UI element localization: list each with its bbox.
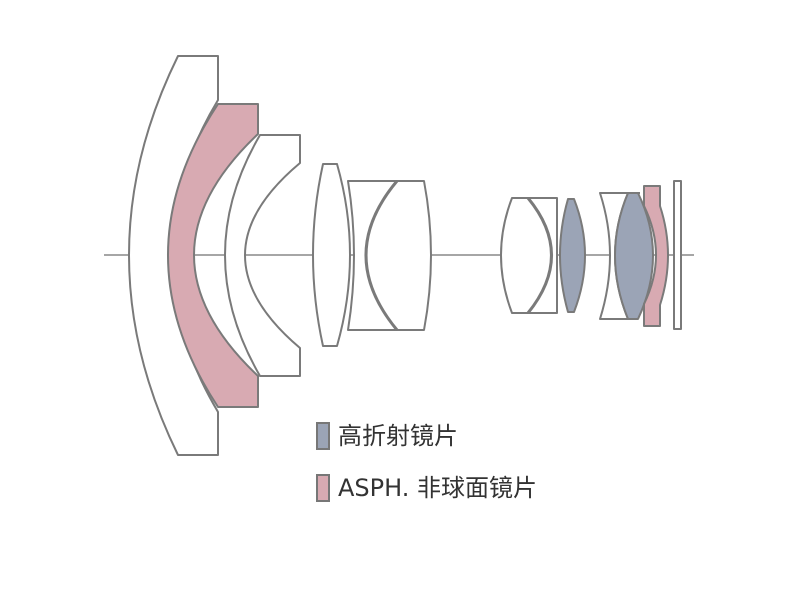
aspherical-label: ASPH. 非球面镜片 [338, 474, 538, 502]
lens-element-10 [614, 192, 654, 320]
legend: 高折射镜片 ASPH. 非球面镜片 [316, 420, 636, 524]
lens-element-4 [312, 163, 351, 347]
doublet-cement-line [364, 180, 399, 331]
lens-element-2 [167, 103, 259, 408]
doublet-cement-line-2 [526, 197, 553, 314]
legend-item-high-index: 高折射镜片 [316, 420, 636, 452]
aspherical-swatch [316, 474, 330, 502]
sensor-filter [673, 180, 682, 330]
high-index-swatch [316, 422, 330, 450]
legend-item-aspherical: ASPH. 非球面镜片 [316, 472, 636, 504]
lens-element-8 [559, 198, 586, 313]
lens-element-11 [643, 185, 669, 327]
high-index-label: 高折射镜片 [338, 422, 458, 450]
lens-element-3 [224, 134, 301, 377]
